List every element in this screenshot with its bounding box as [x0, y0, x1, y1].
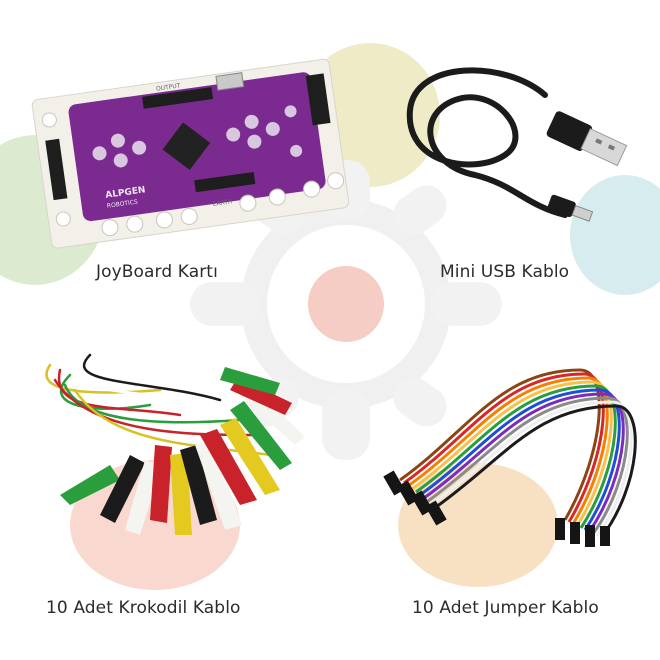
product-label-mini-usb: Mini USB Kablo	[440, 262, 570, 282]
product-label-jumper: 10 Adet Jumper Kablo	[412, 598, 599, 618]
blob-blue-right	[570, 175, 660, 295]
product-label-alligator: 10 Adet Krokodil Kablo	[46, 598, 241, 618]
jumper-wires-icon	[383, 368, 637, 547]
alligator-clips-icon	[45, 353, 305, 535]
blob-pink-center	[308, 266, 384, 342]
joyboard-board-icon: ALPGEN ROBOTICS OUTPUT EARTH	[31, 58, 350, 249]
product-label-joyboard: JoyBoard Kartı	[96, 262, 218, 282]
board-sub-text: ROBOTICS	[106, 198, 138, 209]
board-output-text: OUTPUT	[156, 82, 182, 92]
board-earth-text: EARTH	[212, 198, 233, 208]
mini-usb-cable-icon	[406, 67, 628, 222]
